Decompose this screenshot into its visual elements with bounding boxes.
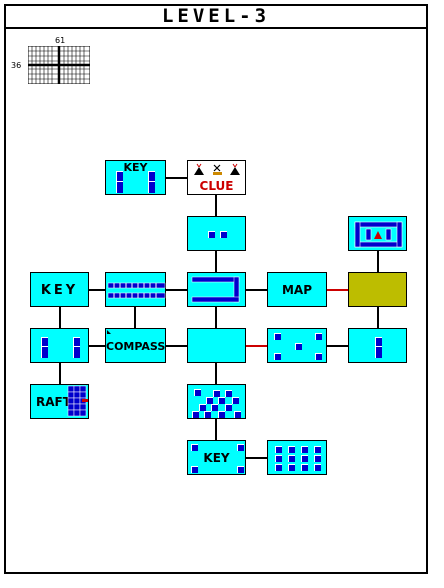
wall-block <box>73 346 80 358</box>
room-diagonal[interactable] <box>187 384 246 419</box>
wall-block <box>73 337 80 349</box>
room[interactable] <box>187 328 246 363</box>
wall-block <box>232 397 239 404</box>
statue-icons <box>194 163 240 175</box>
water-blocks <box>67 385 88 417</box>
wall-block <box>375 337 382 349</box>
room-key-bottom[interactable]: KEY <box>187 440 246 475</box>
wall-block <box>220 231 227 238</box>
wall-block <box>301 455 308 462</box>
room-map[interactable]: MAP <box>267 272 327 307</box>
room-raft[interactable]: RAFT <box>30 384 89 419</box>
wall-blocks <box>191 276 240 303</box>
blocks-ring <box>354 221 403 248</box>
room-dark[interactable] <box>348 272 407 307</box>
room[interactable] <box>267 328 327 363</box>
wall-block <box>301 464 308 471</box>
wall-block <box>191 466 198 473</box>
wall-block <box>315 333 322 340</box>
wall-block <box>275 446 282 453</box>
wall-block <box>116 181 123 193</box>
wall-block <box>116 171 123 183</box>
corner-marker <box>107 330 111 334</box>
wall-block <box>288 455 295 462</box>
wall-block <box>225 404 232 411</box>
wall-block <box>148 181 155 193</box>
room-compass[interactable]: COMPASS <box>105 328 166 363</box>
wall-block <box>295 343 302 350</box>
room[interactable] <box>187 216 246 251</box>
room-label: KEY <box>40 283 79 298</box>
wall-block <box>218 397 225 404</box>
wall-block <box>274 333 281 340</box>
title-bar: LEVEL-3 <box>4 4 428 29</box>
wall-block <box>211 404 218 411</box>
minimap-row-label: 36 <box>11 61 22 70</box>
wall-block <box>218 411 225 418</box>
wall-block <box>234 411 241 418</box>
wall-block <box>314 446 321 453</box>
room-label: MAP <box>281 283 313 297</box>
wall-block <box>225 390 232 397</box>
room-label: RAFT <box>36 395 71 409</box>
wall-block <box>288 446 295 453</box>
wall-block <box>314 455 321 462</box>
triforce-icon <box>374 231 382 239</box>
room-clue[interactable]: CLUE <box>187 160 246 195</box>
room-block-grid[interactable] <box>267 440 327 475</box>
wall-block <box>314 464 321 471</box>
wall-block <box>315 353 322 360</box>
wall-block <box>213 390 220 397</box>
wall-block <box>274 353 281 360</box>
room-key-top[interactable]: KEY <box>105 160 166 195</box>
room-entrance-hall[interactable] <box>187 272 246 307</box>
room[interactable] <box>30 328 89 363</box>
clue-label: CLUE <box>199 179 234 193</box>
wall-block <box>148 171 155 183</box>
wall-block <box>208 231 215 238</box>
wall-block <box>288 464 295 471</box>
wall-block <box>194 389 201 396</box>
room-label: KEY <box>123 161 148 174</box>
room-label: KEY <box>203 451 230 465</box>
minimap <box>27 45 91 85</box>
wall-block <box>237 444 244 451</box>
bridge-blocks <box>107 282 166 299</box>
room-key-left[interactable]: KEY <box>30 272 89 307</box>
wall-block <box>301 446 308 453</box>
minimap-column-label: 61 <box>55 36 66 45</box>
wall-block <box>41 346 48 358</box>
wall-block <box>206 397 213 404</box>
minimap-grid <box>27 45 91 85</box>
wall-block <box>199 404 206 411</box>
room-label: COMPASS <box>106 340 166 353</box>
room[interactable] <box>348 328 407 363</box>
wall-block <box>204 411 211 418</box>
wall-block <box>275 464 282 471</box>
wall-block <box>192 411 199 418</box>
room-triforce[interactable] <box>348 216 407 251</box>
room-bridge[interactable] <box>105 272 166 307</box>
wall-block <box>237 466 244 473</box>
level-title: LEVEL-3 <box>161 4 271 27</box>
wall-block <box>375 346 382 358</box>
wall-block <box>41 337 48 349</box>
wall-block <box>191 444 198 451</box>
wall-block <box>275 455 282 462</box>
map-frame <box>4 4 428 574</box>
